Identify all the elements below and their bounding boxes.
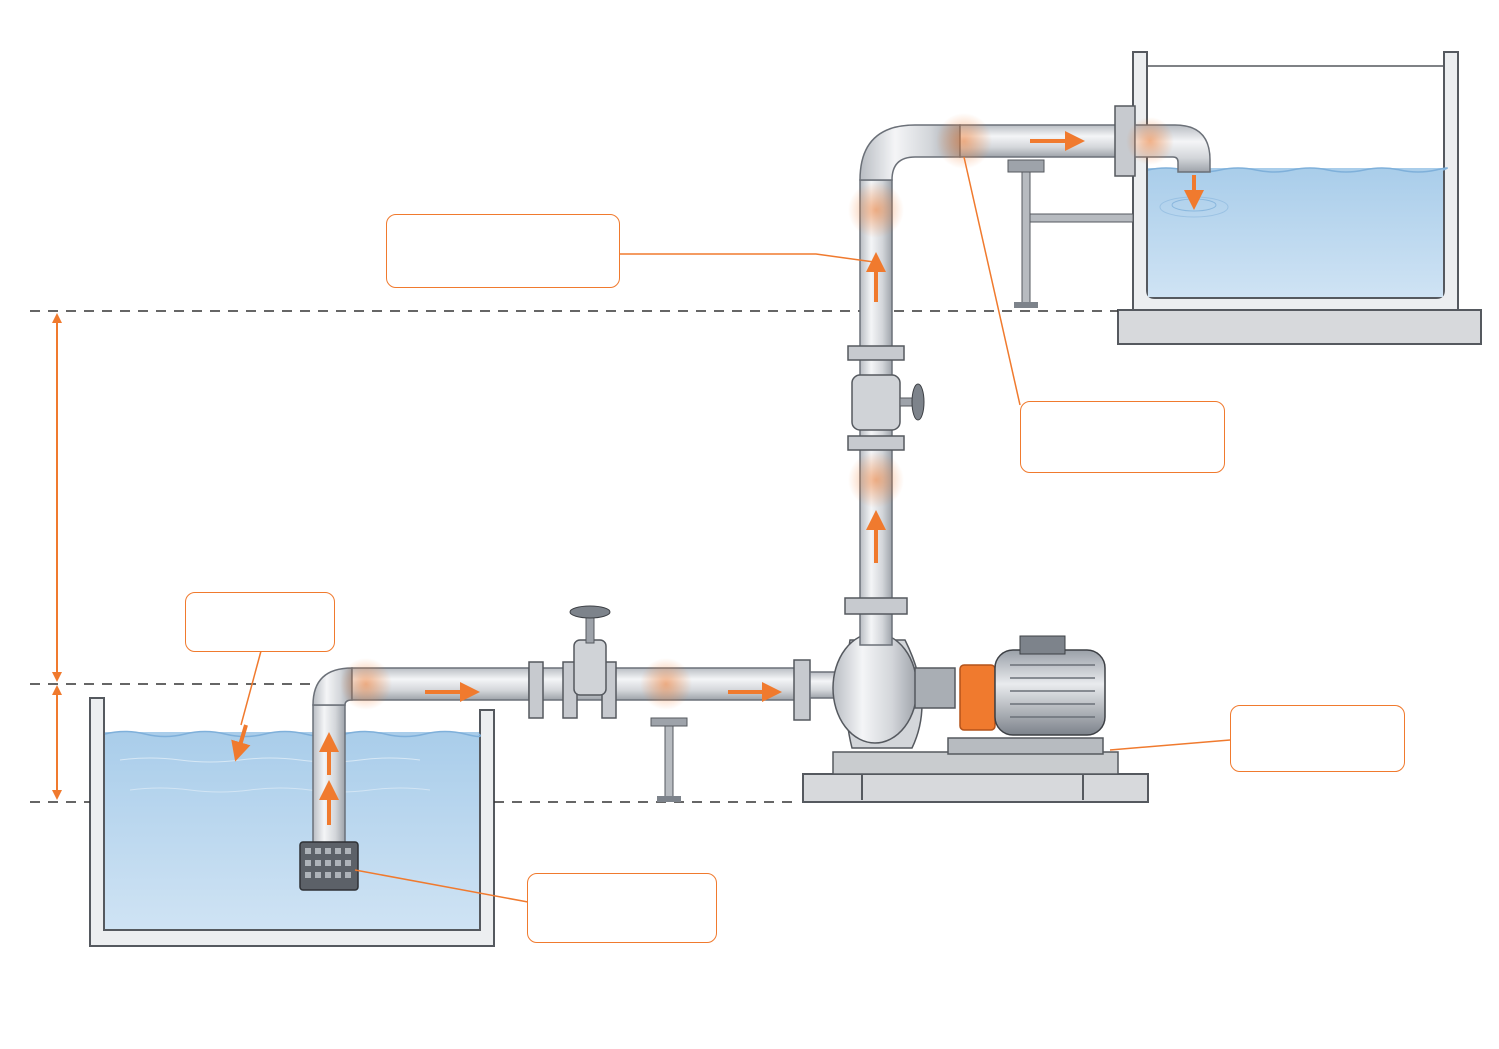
flange bbox=[528, 661, 544, 719]
flange bbox=[793, 659, 811, 721]
pipe-support-lower bbox=[650, 717, 688, 802]
suction-gate-valve bbox=[569, 605, 611, 696]
flange bbox=[844, 597, 908, 615]
discharge-tank bbox=[1117, 51, 1482, 345]
electric-motor-icon bbox=[994, 635, 1106, 736]
suction-water bbox=[105, 732, 479, 929]
pipe-support-upper bbox=[1007, 159, 1134, 308]
label-suction-water-level[interactable] bbox=[185, 592, 335, 652]
centrifugal-pump bbox=[832, 609, 996, 749]
gate-valve-handwheel-icon bbox=[911, 383, 925, 421]
reference-levels bbox=[30, 310, 1118, 803]
gate-valve-handwheel-icon bbox=[569, 605, 611, 619]
joint-highlights bbox=[340, 113, 1174, 710]
pump-baseplate bbox=[802, 737, 1149, 803]
upper-tank-foundation bbox=[1117, 309, 1482, 345]
discharge-water bbox=[1148, 168, 1443, 297]
label-pump-baseplate[interactable] bbox=[1230, 705, 1405, 772]
label-pipe-support[interactable] bbox=[1020, 401, 1225, 473]
flange bbox=[847, 345, 905, 361]
suction-tank bbox=[89, 697, 495, 947]
label-foot-valve-strainer[interactable] bbox=[527, 873, 717, 943]
leader-lines bbox=[240, 156, 1231, 903]
discharge-valve-body bbox=[851, 374, 901, 431]
foot-valve-strainer bbox=[299, 841, 359, 891]
flange bbox=[847, 435, 905, 451]
label-discharge-pipe[interactable] bbox=[386, 214, 620, 288]
coupling bbox=[959, 664, 996, 731]
flow-arrow-icon bbox=[231, 131, 1204, 825]
